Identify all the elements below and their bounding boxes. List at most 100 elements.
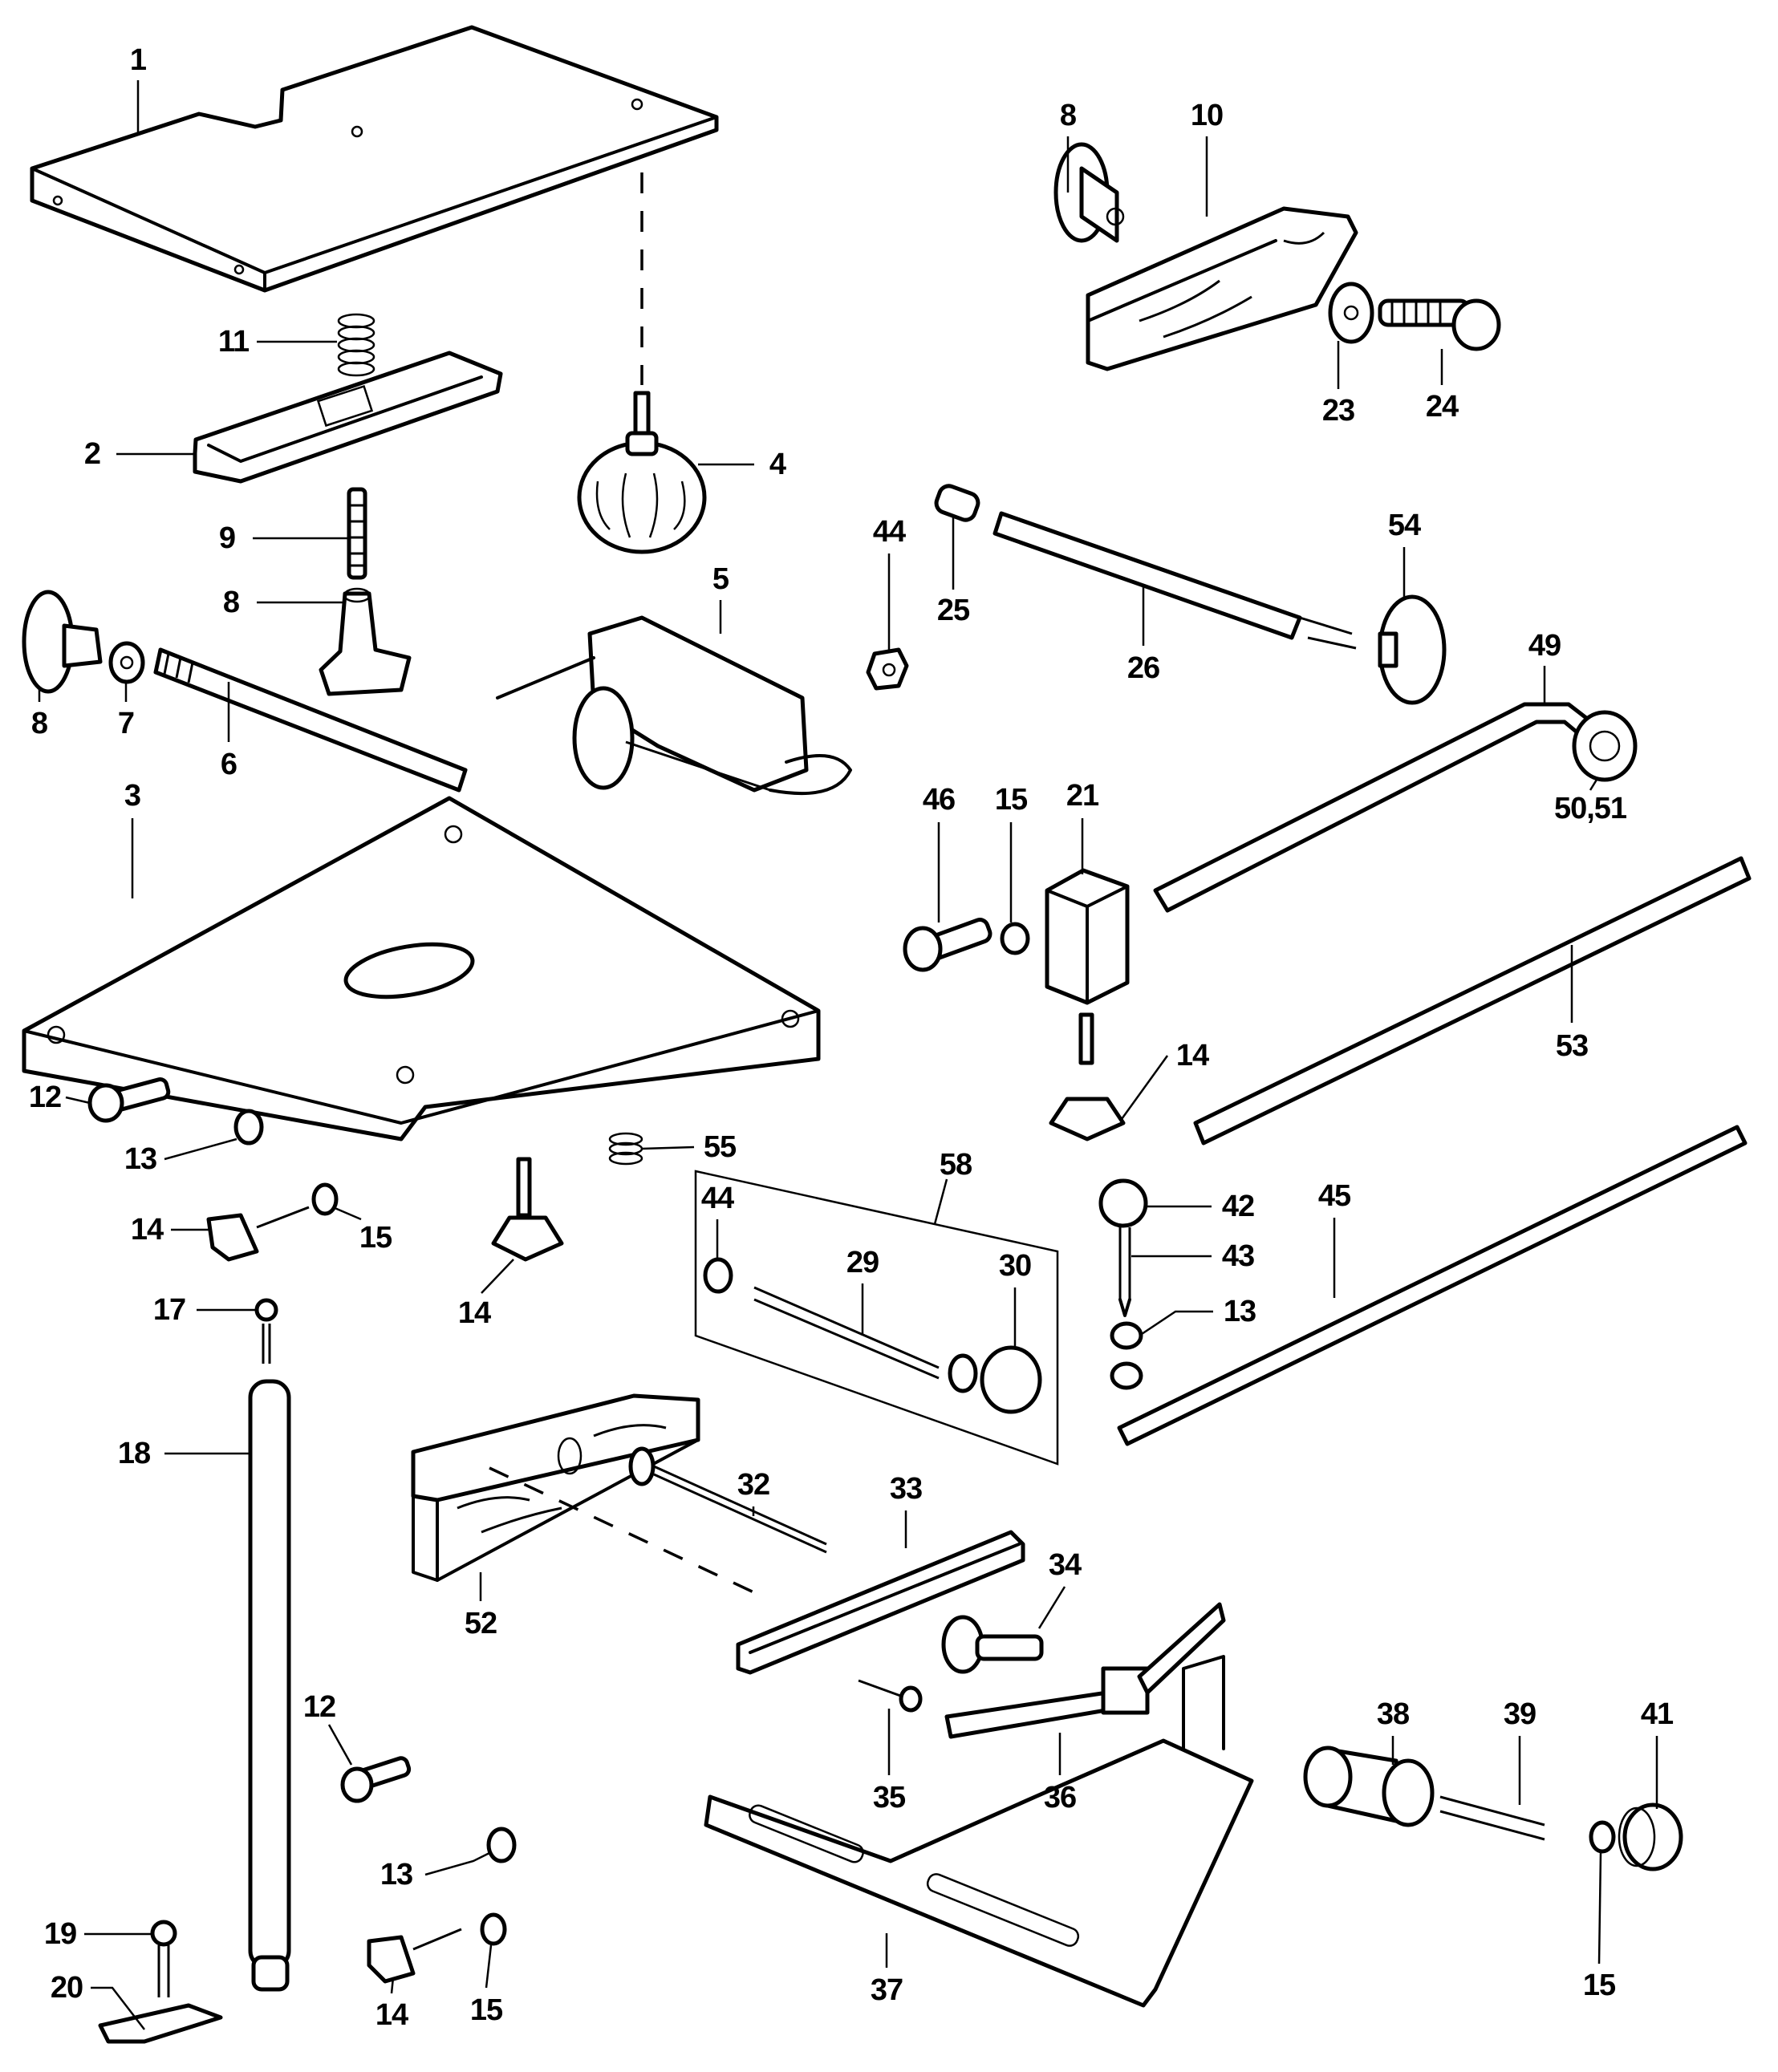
callout-11-compression-spring: 11 bbox=[217, 325, 250, 359]
callout-43-pointed-screw: 43 bbox=[1221, 1239, 1255, 1273]
part-19-wood-screw bbox=[150, 1920, 177, 1997]
callout-4-ribbed-ball-knob: 4 bbox=[769, 448, 786, 481]
leader-line-20 bbox=[91, 1986, 145, 2030]
part-30-knurled-knob bbox=[948, 1345, 1042, 1414]
part-44-hex-nut-kit bbox=[703, 1257, 733, 1294]
callout-26-threaded-rod: 26 bbox=[1126, 651, 1160, 685]
part-46-hex-bolt bbox=[903, 918, 993, 972]
part-58-screw-kit-box bbox=[694, 1170, 1059, 1466]
callout-32-carriage-bolt: 32 bbox=[737, 1468, 770, 1502]
leader-line-15 bbox=[332, 1206, 362, 1221]
callout-29-threaded-rod: 29 bbox=[846, 1246, 879, 1279]
part-12-hex-bolt bbox=[87, 1077, 171, 1123]
callout-44-hex-nut: 44 bbox=[872, 515, 906, 549]
callout-49-cranked-rod: 49 bbox=[1528, 629, 1561, 663]
part-33-channel-rail bbox=[736, 1530, 1025, 1675]
part-29-threaded-rod bbox=[753, 1286, 940, 1380]
callout-8-wing-knob: 8 bbox=[30, 707, 48, 740]
callout-33-channel-rail: 33 bbox=[889, 1472, 923, 1506]
leader-line-14 bbox=[481, 1259, 514, 1294]
callout-8-wing-knob: 8 bbox=[1059, 99, 1077, 132]
leader-line-12 bbox=[65, 1096, 91, 1105]
part-21-clamp-block bbox=[1045, 868, 1130, 1005]
part-36-spring-clip bbox=[944, 1602, 1226, 1739]
callout-15-washer: 15 bbox=[1582, 1969, 1616, 2002]
part-39-spring bbox=[1439, 1795, 1545, 1841]
part-5-c-clamp bbox=[496, 615, 852, 796]
part-14-star-knob-low bbox=[367, 1928, 462, 1984]
part-44-hex-nut bbox=[866, 647, 909, 691]
callout-9-threaded-stud: 9 bbox=[218, 521, 236, 555]
callout-6-pivot-rod: 6 bbox=[220, 748, 237, 781]
part-9-threaded-stud bbox=[347, 487, 367, 580]
leader-line-14 bbox=[390, 1977, 395, 1994]
callout-55-spring: 55 bbox=[703, 1130, 737, 1164]
part-25-bushing bbox=[934, 484, 980, 522]
part-34-carriage-bolt bbox=[941, 1615, 1044, 1674]
leader-line-58 bbox=[933, 1178, 948, 1225]
part-15-washer-low bbox=[480, 1912, 507, 1946]
part-15-washer-right bbox=[1589, 1820, 1616, 1854]
callout-20-bracket: 20 bbox=[50, 1971, 83, 2005]
part-4-ribbed-ball-knob bbox=[577, 391, 707, 554]
part-13-hex-nuts-pair bbox=[1110, 1321, 1143, 1390]
part-13-hex-nut-low bbox=[486, 1827, 517, 1863]
leader-line-14 bbox=[1120, 1055, 1169, 1120]
callout-50-51-roller-bearing: 50,51 bbox=[1553, 792, 1627, 825]
callout-12-hex-bolt: 12 bbox=[28, 1081, 62, 1114]
callout-25-bushing: 25 bbox=[936, 594, 970, 627]
part-53-guide-rod bbox=[1193, 856, 1752, 1145]
callout-8-wing-knob: 8 bbox=[222, 586, 240, 619]
part-38-knurled-sleeve bbox=[1303, 1746, 1435, 1827]
part-50-51-roller-bearing bbox=[1572, 710, 1638, 782]
callout-15-washer: 15 bbox=[359, 1221, 392, 1255]
part-42-ball-head bbox=[1098, 1178, 1148, 1228]
callout-14-star-knob: 14 bbox=[130, 1213, 164, 1247]
part-20-bracket bbox=[98, 2003, 223, 2044]
part-35-wood-screw bbox=[858, 1679, 923, 1713]
callout-13-hex-nut: 13 bbox=[1223, 1295, 1256, 1328]
callout-58-screw-kit: 58 bbox=[939, 1148, 972, 1182]
callout-35-wood-screw: 35 bbox=[872, 1781, 906, 1815]
callout-42-ball-head: 42 bbox=[1221, 1190, 1255, 1223]
callout-23-washer: 23 bbox=[1321, 394, 1355, 428]
part-37-angle-fence bbox=[704, 1655, 1254, 2008]
callout-14-star-knob: 14 bbox=[457, 1296, 491, 1330]
part-14-star-knob-center bbox=[491, 1157, 564, 1262]
callout-45-long-rod: 45 bbox=[1317, 1179, 1351, 1213]
part-41-end-cap bbox=[1618, 1802, 1683, 1871]
part-3-base-plate bbox=[22, 796, 821, 1141]
part-1-table-top-plate bbox=[30, 25, 719, 293]
part-49-cranked-rod bbox=[1153, 702, 1599, 913]
callout-38-knurled-sleeve: 38 bbox=[1376, 1697, 1410, 1731]
leader-lines bbox=[38, 80, 1658, 2030]
callout-41-end-cap: 41 bbox=[1640, 1697, 1674, 1731]
leader-line-13 bbox=[164, 1137, 237, 1161]
callout-14-star-knob: 14 bbox=[375, 1998, 408, 2032]
part-15-washer-left bbox=[311, 1182, 339, 1216]
callout-17-slotted-screw: 17 bbox=[152, 1293, 186, 1327]
callout-34-carriage-bolt: 34 bbox=[1048, 1548, 1082, 1582]
part-6-pivot-rod bbox=[153, 647, 468, 793]
part-2-clamp-lever bbox=[193, 351, 503, 484]
callout-36-spring-clip: 36 bbox=[1043, 1781, 1077, 1815]
callout-13-hex-nut: 13 bbox=[380, 1858, 413, 1892]
part-23-washer bbox=[1328, 282, 1374, 344]
assembly-line-2 bbox=[489, 1466, 763, 1598]
callout-15-washer: 15 bbox=[994, 783, 1028, 817]
part-15-washer bbox=[1000, 922, 1030, 955]
callout-3-base-plate: 3 bbox=[124, 779, 141, 813]
part-13-hex-nut bbox=[233, 1109, 264, 1145]
leader-line-12 bbox=[327, 1724, 353, 1766]
callout-12-hex-bolt: 12 bbox=[302, 1690, 336, 1724]
part-45-long-rod bbox=[1117, 1125, 1748, 1446]
callout-14-star-knob: 14 bbox=[1175, 1039, 1209, 1072]
callout-54-wing-knob: 54 bbox=[1387, 509, 1421, 542]
callout-30-knurled-knob: 30 bbox=[998, 1249, 1032, 1283]
part-43-pointed-screw bbox=[1118, 1227, 1131, 1317]
callout-7-washer: 7 bbox=[117, 707, 135, 740]
leader-line-34 bbox=[1037, 1586, 1066, 1629]
callout-39-spring: 39 bbox=[1503, 1697, 1536, 1731]
leader-line-15 bbox=[1597, 1852, 1602, 1965]
part-54-wing-knob bbox=[1378, 594, 1447, 705]
